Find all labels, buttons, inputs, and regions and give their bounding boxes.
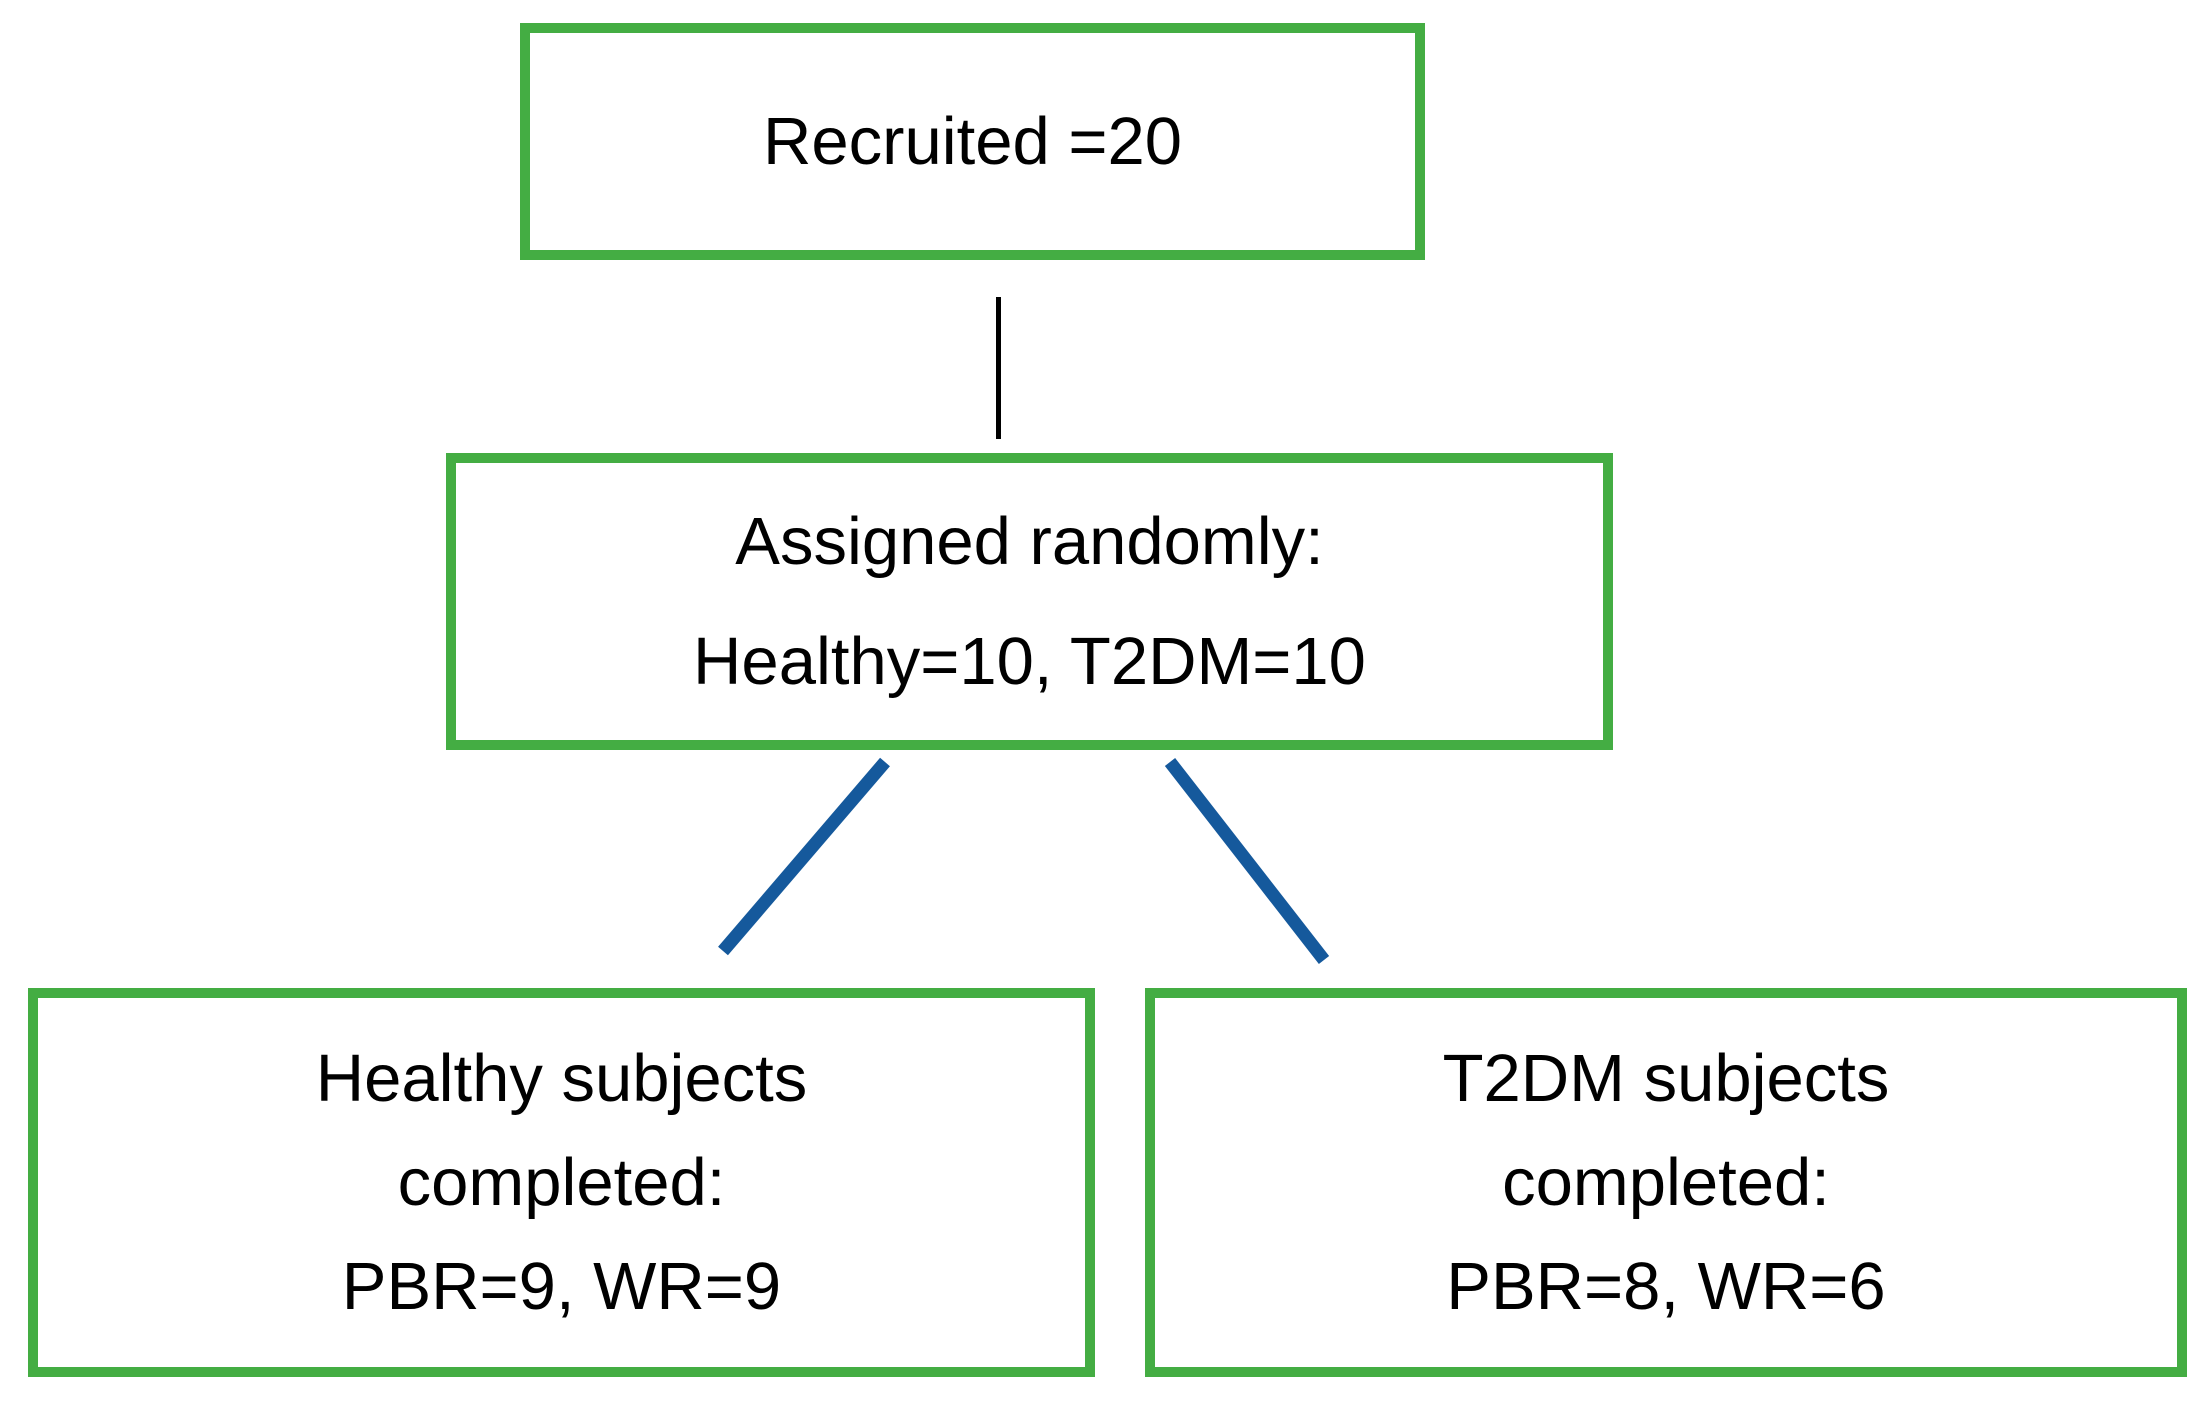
t2dm-subjects-text: T2DM subjects <box>1442 1040 1890 1116</box>
connector-assigned-to-healthy-line <box>718 757 890 956</box>
healthy-completed-box: Healthy subjects completed: PBR=9, WR=9 <box>28 988 1095 1377</box>
recruited-box: Recruited =20 <box>520 23 1425 260</box>
recruited-text: Recruited =20 <box>762 103 1182 179</box>
healthy-subjects-text: Healthy subjects <box>315 1040 808 1116</box>
t2dm-completed-text: completed: <box>1502 1144 1830 1220</box>
assigned-randomly-box: Assigned randomly: Healthy=10, T2DM=10 <box>446 453 1613 750</box>
connector-recruited-to-assigned-line <box>996 297 1001 439</box>
assigned-groups-text: Healthy=10, T2DM=10 <box>693 623 1366 699</box>
healthy-results-text: PBR=9, WR=9 <box>341 1248 782 1324</box>
assigned-randomly-text: Assigned randomly: <box>735 503 1324 579</box>
healthy-completed-text: completed: <box>397 1144 726 1220</box>
t2dm-results-text: PBR=8, WR=6 <box>1446 1248 1886 1324</box>
t2dm-completed-box: T2DM subjects completed: PBR=8, WR=6 <box>1145 988 2187 1377</box>
connector-assigned-to-t2dm-line <box>1164 758 1330 964</box>
